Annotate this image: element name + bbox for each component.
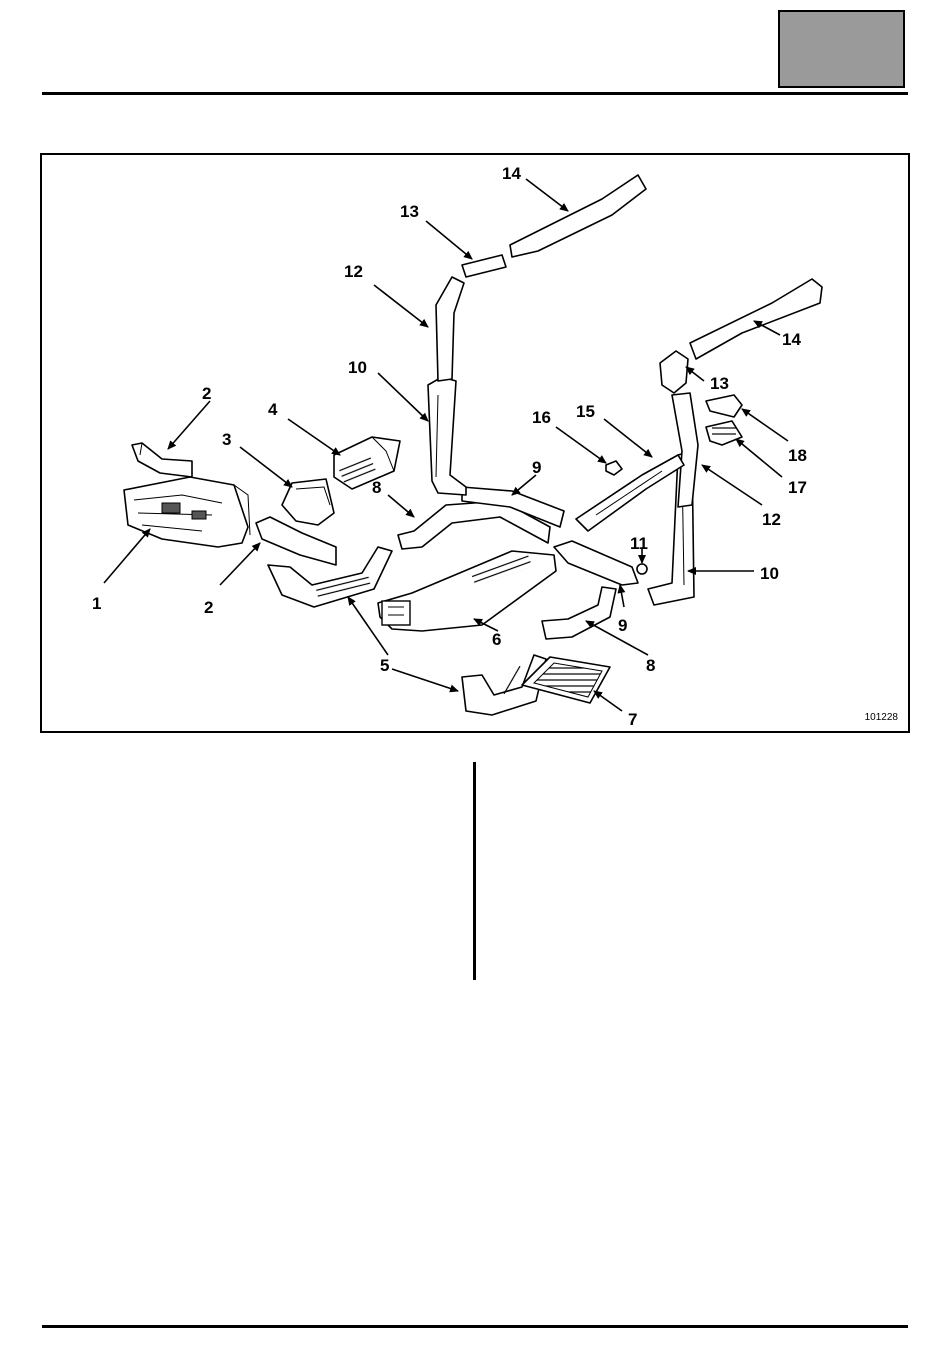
callout-17: 17 xyxy=(788,478,807,497)
callout-11: 11 xyxy=(630,534,648,553)
callout-10-left: 10 xyxy=(348,358,367,377)
callout-7: 7 xyxy=(628,710,637,729)
callout-2-lower: 2 xyxy=(204,598,213,617)
callout-5-left: 5 xyxy=(380,656,389,675)
header-rule xyxy=(42,92,908,95)
figure-reference: 101228 xyxy=(865,712,898,723)
callout-14-upper: 14 xyxy=(502,164,521,183)
callout-6: 6 xyxy=(492,630,501,649)
duct-9-right xyxy=(554,541,638,585)
callout-8-right: 8 xyxy=(646,656,655,675)
windscreen-duct-14-right xyxy=(690,279,822,359)
footer-rule xyxy=(42,1325,908,1328)
callout-16: 16 xyxy=(532,408,551,427)
callout-2-upper: 2 xyxy=(202,384,211,403)
pillar-duct-10-left xyxy=(428,377,466,495)
blower-4 xyxy=(334,437,400,489)
vent-13-left xyxy=(462,255,506,277)
callout-13-right: 13 xyxy=(710,374,729,393)
callout-15: 15 xyxy=(576,402,595,421)
nut-16 xyxy=(606,461,622,475)
duct-2-upper xyxy=(132,443,192,477)
callout-9-right: 9 xyxy=(618,616,627,635)
callout-9-left: 9 xyxy=(532,458,541,477)
callout-12-left: 12 xyxy=(344,262,363,281)
callout-12-right: 12 xyxy=(762,510,781,529)
central-duct-6 xyxy=(378,551,556,631)
exploded-diagram: 1 2 2 3 4 5 5 6 7 8 8 9 9 10 10 11 12 12… xyxy=(40,153,910,733)
callout-14-right: 14 xyxy=(782,330,801,349)
windscreen-duct-14-upper xyxy=(510,175,646,257)
callout-10-right: 10 xyxy=(760,564,779,583)
column-divider xyxy=(473,762,476,980)
callout-3: 3 xyxy=(222,430,231,449)
duct-2-lower xyxy=(256,517,336,565)
clip-11 xyxy=(637,564,647,574)
vent-17 xyxy=(706,421,742,445)
cap-18 xyxy=(706,395,742,417)
section-tab xyxy=(778,10,905,88)
ducting-illustration: 1 2 2 3 4 5 5 6 7 8 8 9 9 10 10 11 12 12… xyxy=(42,155,908,731)
pillar-duct-12-left xyxy=(436,277,464,381)
vent-13-right xyxy=(660,351,688,393)
duct-15 xyxy=(576,455,684,531)
callout-1: 1 xyxy=(92,594,101,613)
callout-13-left: 13 xyxy=(400,202,419,221)
callout-4: 4 xyxy=(268,400,278,419)
callout-8-left: 8 xyxy=(372,478,381,497)
callout-18: 18 xyxy=(788,446,807,465)
